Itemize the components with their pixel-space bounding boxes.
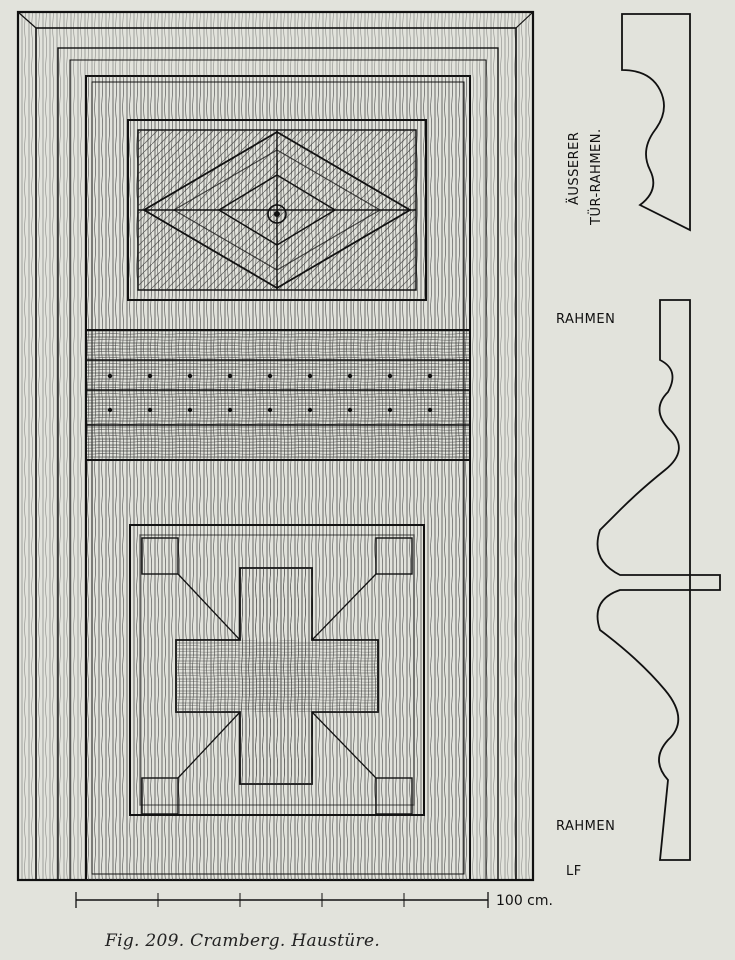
outer-frame-label-line1: ÄUSSERER xyxy=(566,132,582,205)
frame-label-bottom: RAHMEN xyxy=(556,819,615,834)
scale-label: 100 cm. xyxy=(496,893,553,909)
frame-profile xyxy=(596,299,721,861)
lower-panel xyxy=(129,524,425,816)
figure-caption: Fig. 209. Cramberg. Haustüre. xyxy=(104,931,380,951)
scale-bar xyxy=(75,892,489,908)
frame-label-top: RAHMEN xyxy=(556,312,615,327)
outer-frame-label-line2: TÜR-RAHMEN. xyxy=(587,128,604,226)
monogram: LF xyxy=(566,864,582,879)
upper-panel xyxy=(127,119,427,301)
middle-rail xyxy=(85,329,471,461)
outer-frame-profile xyxy=(621,13,691,232)
